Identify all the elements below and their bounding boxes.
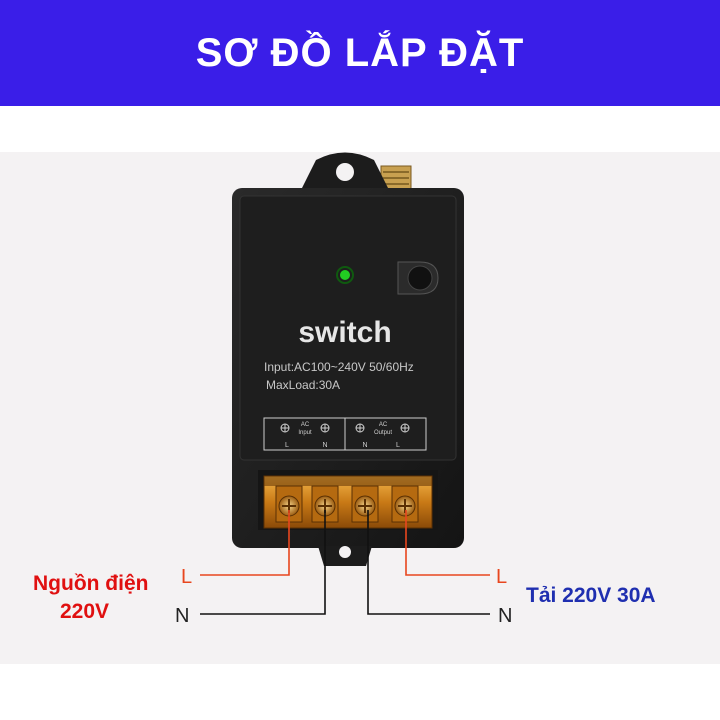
load-live-letter: L: [496, 566, 507, 588]
mounting-tab-bottom: [318, 546, 372, 566]
source-live-letter: L: [181, 566, 192, 588]
wire-load-neutral: [367, 510, 490, 615]
source-voltage: 220V: [60, 600, 109, 623]
mounting-tab-top: [300, 152, 390, 192]
pin-label-in-n: N: [322, 442, 327, 449]
terminal-screw-4[interactable]: [391, 485, 419, 523]
input-group-label: Input: [298, 430, 312, 436]
source-neutral-letter: N: [175, 605, 189, 627]
header-banner: SƠ ĐỒ LẮP ĐẶT: [0, 0, 720, 106]
max-load-label: MaxLoad:30A: [266, 378, 340, 392]
pin-label-out-n: N: [362, 442, 367, 449]
load-neutral-letter: N: [498, 605, 512, 627]
wire-load-live: [405, 510, 490, 576]
input-spec-label: Input:AC100~240V 50/60Hz: [264, 360, 414, 374]
source-label: Nguồn điện: [33, 572, 148, 595]
input-group-ac: AC: [301, 422, 310, 428]
wires: [200, 510, 490, 615]
wire-source-neutral: [200, 510, 326, 615]
wire-source-live: [200, 510, 290, 576]
output-group-label: Output: [374, 430, 392, 436]
pin-label-in-l: L: [285, 442, 289, 449]
load-label: Tải 220V 30A: [526, 584, 656, 607]
output-group-ac: AC: [379, 422, 388, 428]
terminal-block: [258, 470, 438, 530]
pin-label-out-l: L: [396, 442, 400, 449]
terminal-screw-1[interactable]: [275, 485, 303, 523]
page-title: SƠ ĐỒ LẮP ĐẶT: [195, 30, 525, 75]
pair-button[interactable]: [397, 261, 439, 295]
terminal-screw-3[interactable]: [351, 485, 379, 523]
terminal-diagram: AC Input AC Output L N N L: [263, 417, 427, 451]
brand-label: switch: [298, 316, 391, 349]
status-led: [340, 270, 350, 280]
